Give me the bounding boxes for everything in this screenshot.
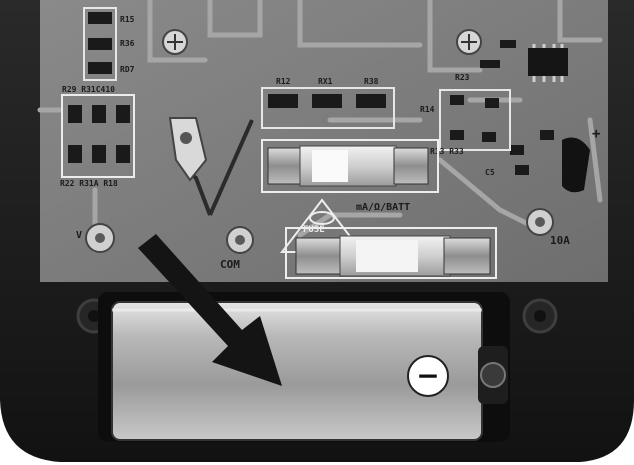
label-r12: R12: [276, 77, 291, 86]
resistor-row-middle: [261, 87, 395, 129]
label-r15: R15: [120, 15, 135, 24]
jack-10a: [526, 208, 554, 236]
resistor-grid-left: [61, 94, 135, 178]
fuse-upper: [261, 139, 439, 193]
label-fuse: FUSE: [303, 225, 325, 235]
resistor-stack-top-left: [83, 7, 117, 81]
label-r38: R38: [364, 77, 379, 86]
label-ma-jack: mA/Ω/BATT: [356, 202, 410, 213]
pcb-screw-left: [162, 29, 188, 55]
label-10a-jack: 10A: [550, 234, 570, 247]
jack-com: [226, 226, 254, 254]
label-r13-group: R13 R33: [430, 147, 464, 156]
transistor: [562, 137, 590, 193]
label-r22-group: R22 R31A R18: [60, 179, 118, 188]
smd-components-right: [439, 40, 554, 175]
label-rx1: RX1: [318, 77, 333, 86]
label-r29-group: R29 R31C410: [62, 85, 115, 94]
label-plus: +: [592, 126, 600, 142]
label-minus: −: [416, 359, 439, 392]
label-r14: R14: [420, 105, 435, 114]
removal-arrow: [138, 234, 282, 386]
label-com-jack: COM: [220, 258, 240, 271]
casing-post-right: [522, 298, 558, 334]
label-r23: R23: [455, 73, 470, 82]
pcb-screw-right: [456, 29, 482, 55]
label-r36: R36: [120, 39, 135, 48]
battery-9v: [111, 301, 508, 441]
label-rd7: RD7: [120, 65, 135, 74]
label-v-jack: V: [76, 230, 82, 241]
board-traces: [37, 0, 603, 253]
jack-v: [85, 223, 115, 253]
solder-tab-left: [168, 117, 208, 182]
battery-minus-badge: [407, 355, 449, 397]
label-c5: C5: [485, 168, 495, 177]
ic-chip: [528, 44, 568, 82]
fuse-lower: [285, 227, 497, 279]
